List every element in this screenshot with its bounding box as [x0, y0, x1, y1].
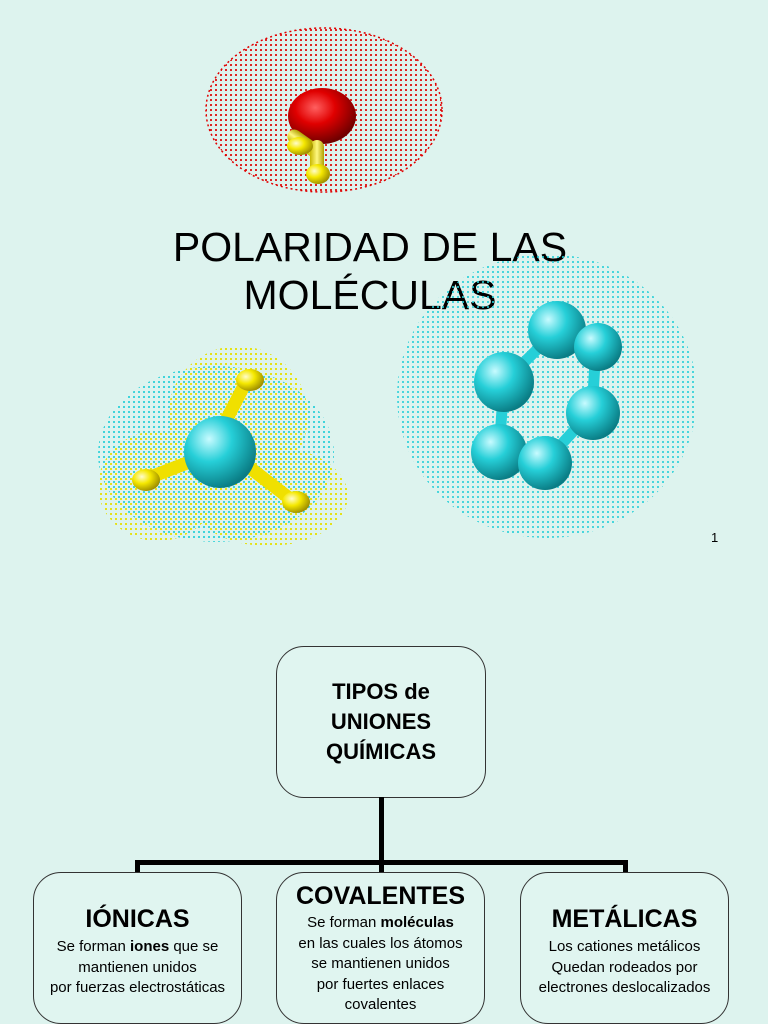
- metalicas-desc-line-1: Los cationes metálicos: [548, 938, 701, 955]
- covalentes-desc-line-5: covalentes: [344, 996, 417, 1013]
- root-node: TIPOS de UNIONES QUÍMICAS: [276, 646, 486, 798]
- ionicas-node: IÓNICAS Se forman iones que se mantienen…: [33, 872, 242, 1024]
- ionicas-title: IÓNICAS: [85, 905, 190, 933]
- connector-vertical-ionicas: [135, 860, 140, 873]
- ionicas-desc-line-1: Se forman iones que se: [56, 938, 219, 955]
- ionicas-desc-line-3: por fuerzas electrostáticas: [49, 979, 226, 996]
- covalentes-desc-line-2: en las cuales los átomos: [298, 934, 463, 952]
- metalicas-desc-line-3: electrones deslocalizados: [538, 979, 711, 996]
- connector-vertical-root: [379, 797, 384, 863]
- root-title-line-1: TIPOS de: [332, 679, 430, 704]
- covalentes-desc-line-3: se mantienen unidos: [311, 955, 450, 972]
- ionicas-desc-line-2: mantienen unidos: [78, 958, 197, 976]
- slide-top: POLARIDAD DE LAS MOLÉCULAS: [98, 27, 719, 546]
- connector-vertical-metalicas: [623, 860, 628, 873]
- metalicas-description: Los cationes metálicos Quedan rodeados p…: [521, 937, 728, 999]
- ammonia-molecule-image: [98, 346, 348, 546]
- covalentes-title: COVALENTES: [296, 882, 465, 910]
- metalicas-title: METÁLICAS: [551, 905, 698, 933]
- root-title-line-3: QUÍMICAS: [326, 739, 436, 764]
- covalentes-desc-line-4: por fuertes enlaces: [316, 975, 445, 993]
- covalentes-node: COVALENTES Se forman moléculas en las cu…: [276, 872, 485, 1024]
- water-molecule-image: [205, 27, 443, 193]
- root-title-line-2: UNIONES: [330, 709, 432, 734]
- covalentes-description: Se forman moléculas en las cuales los át…: [277, 913, 484, 1016]
- ionicas-description: Se forman iones que se mantienen unidos …: [34, 937, 241, 999]
- connector-vertical-covalentes: [379, 860, 384, 873]
- root-title: TIPOS de UNIONES QUÍMICAS: [277, 677, 485, 767]
- metalicas-desc-line-2: Quedan rodeados por: [551, 958, 698, 976]
- page-number: 1: [711, 530, 719, 545]
- benzene-molecule-image: [397, 254, 697, 538]
- covalentes-desc-line-1: Se forman moléculas: [307, 914, 454, 931]
- metalicas-node: METÁLICAS Los cationes metálicos Quedan …: [520, 872, 729, 1024]
